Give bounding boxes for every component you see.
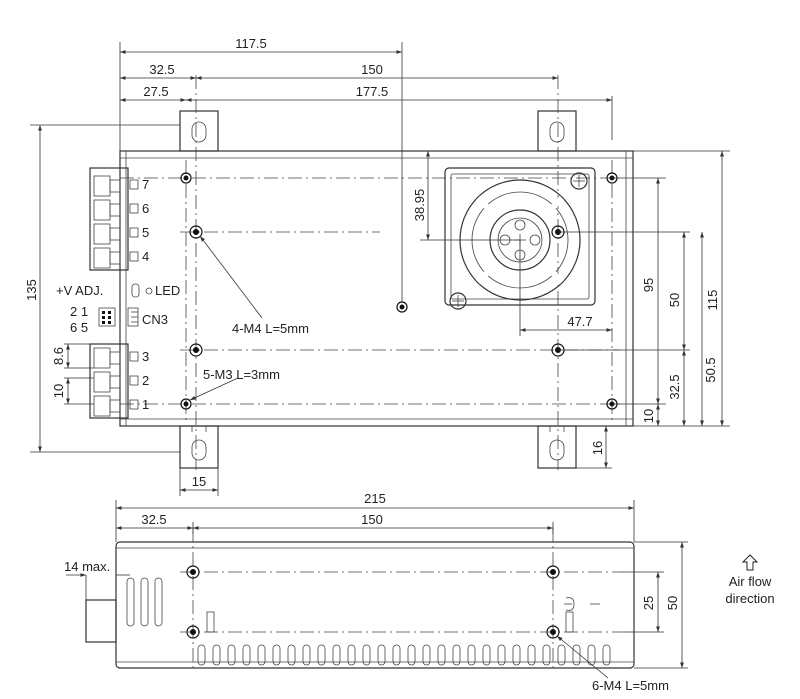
mounting-tab-top-left — [179, 110, 219, 152]
vent-slot — [197, 644, 206, 666]
terminal-label-3: 3 — [142, 349, 149, 364]
led-label: LED — [155, 283, 180, 298]
vent-slot — [377, 644, 386, 666]
vent-slot — [212, 644, 221, 666]
vent-slot — [497, 644, 506, 666]
vadj-potentiometer — [131, 283, 140, 298]
callout-4-m4: 4-M4 L=5mm — [232, 321, 309, 336]
up-arrow-icon — [741, 554, 759, 571]
terminal-label-1: 1 — [142, 397, 149, 412]
vent-slot — [437, 644, 446, 666]
callout-5-m3: 5-M3 L=3mm — [203, 367, 280, 382]
dim-16: 16 — [590, 441, 605, 455]
terminal-label-7: 7 — [142, 177, 149, 192]
dim-10-left: 10 — [51, 384, 66, 398]
terminal-label-6: 6 — [142, 201, 149, 216]
top-view: 7 6 5 4 3 2 1 +V ADJ. LED 2 1 6 5 — [24, 36, 730, 496]
cn3-label: CN3 — [142, 312, 168, 327]
dim-8-6: 8.6 — [51, 347, 66, 365]
vent-slot — [557, 644, 566, 666]
terminal-block-upper: 7 6 5 4 — [89, 167, 149, 271]
vadj-label: +V ADJ. — [56, 283, 103, 298]
dim-32-5-top: 32.5 — [149, 62, 174, 77]
dim-50-side: 50 — [665, 596, 680, 610]
dim-15: 15 — [192, 474, 206, 489]
terminal-label-2: 2 — [142, 373, 149, 388]
vent-slot — [272, 644, 281, 666]
dim-117-5: 117.5 — [235, 36, 267, 51]
vent-slot — [287, 644, 296, 666]
vent-slot — [452, 644, 461, 666]
dim-150-side: 150 — [361, 512, 383, 527]
vent-slot — [227, 644, 236, 666]
dim-25: 25 — [641, 596, 656, 610]
side-chassis-outline — [115, 541, 635, 669]
vent-slot — [467, 644, 476, 666]
dim-32-5-side: 32.5 — [141, 512, 166, 527]
cn3-pins-top: 2 1 — [70, 304, 88, 319]
vent-slot — [407, 644, 416, 666]
dim-215: 215 — [364, 491, 386, 506]
airflow-indicator: Air flow direction — [725, 554, 775, 606]
vent-slot — [317, 644, 326, 666]
vent-slot — [392, 644, 401, 666]
dim-135: 135 — [24, 279, 39, 301]
vent-slot — [302, 644, 311, 666]
vent-slot — [347, 644, 356, 666]
top-chassis-outline — [119, 150, 634, 427]
side-vent-slots-bottom — [197, 644, 611, 666]
vent-slot — [362, 644, 371, 666]
dim-27-5: 27.5 — [143, 84, 168, 99]
dim-10-right: 10 — [641, 409, 656, 423]
side-view: 14 max. 6-M4 L= — [64, 491, 688, 693]
vent-slot — [587, 644, 596, 666]
airflow-line1: Air flow — [729, 574, 772, 589]
ground-symbol-icon — [564, 597, 600, 611]
dim-50-right: 50 — [667, 293, 682, 307]
terminal-block-lower: 3 2 1 — [89, 343, 149, 419]
side-vent-slots-left — [126, 577, 163, 627]
vent-slot — [512, 644, 521, 666]
vent-slot — [422, 644, 431, 666]
terminal-label-4: 4 — [142, 249, 149, 264]
dim-150-top: 150 — [361, 62, 383, 77]
dim-115: 115 — [705, 290, 720, 311]
dim-177-5: 177.5 — [356, 84, 389, 99]
vent-slot — [542, 644, 551, 666]
mounting-tab-bottom-right — [537, 425, 577, 469]
terminal-label-5: 5 — [142, 225, 149, 240]
led-indicator — [145, 287, 153, 295]
mounting-tab-bottom-left — [179, 425, 219, 469]
cn3-pins-bottom: 6 5 — [70, 320, 88, 335]
vent-slot — [332, 644, 341, 666]
dim-95: 95 — [641, 278, 656, 292]
callout-6-m4: 6-M4 L=5mm — [592, 678, 669, 693]
mounting-tab-top-right — [537, 110, 577, 152]
vent-slot — [602, 644, 611, 666]
vent-slot — [482, 644, 491, 666]
vent-slot — [242, 644, 251, 666]
dim-14-max: 14 max. — [64, 559, 110, 574]
dim-47-7: 47.7 — [567, 314, 592, 329]
airflow-line2: direction — [725, 591, 774, 606]
cn3-symbol — [127, 307, 139, 327]
vent-slot — [257, 644, 266, 666]
dim-50-5: 50.5 — [703, 357, 718, 382]
cn3-connector — [98, 307, 116, 327]
vent-slot — [527, 644, 536, 666]
side-connector-protrusion — [85, 599, 117, 643]
dim-38-95: 38.95 — [412, 189, 427, 222]
dim-32-5-right: 32.5 — [667, 374, 682, 399]
